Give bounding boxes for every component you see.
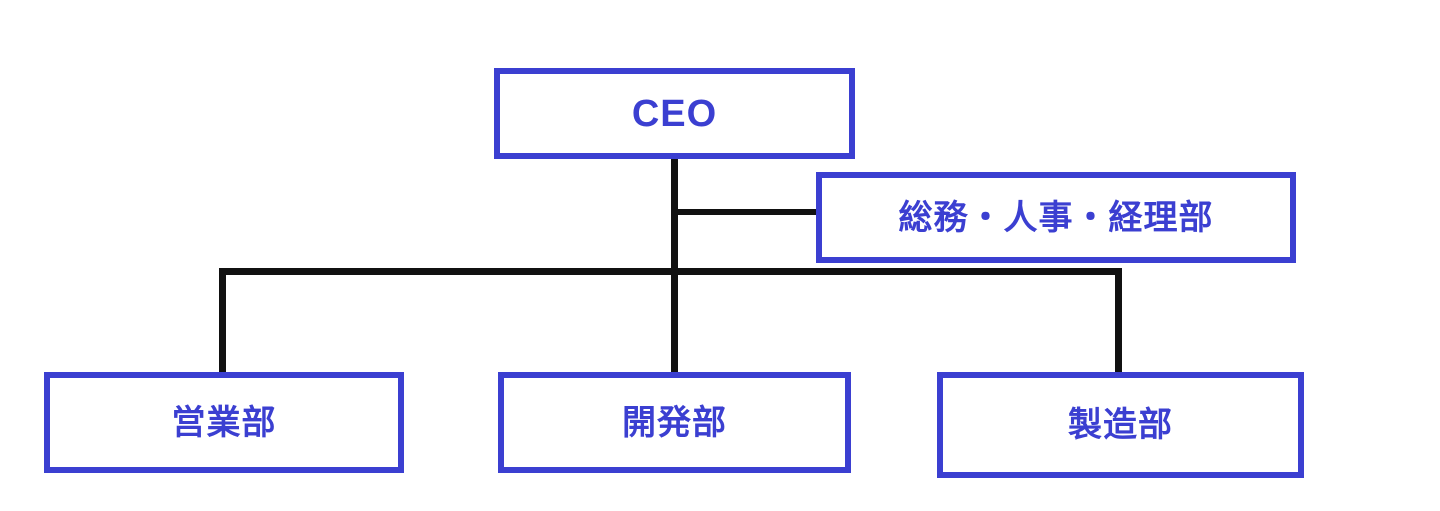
ceo-label: CEO xyxy=(631,92,718,135)
manufacturing-department-label: 製造部 xyxy=(1068,405,1173,445)
connector-staff-branch xyxy=(671,209,821,215)
sales-department-label: 営業部 xyxy=(171,402,277,443)
development-department-label: 開発部 xyxy=(622,402,727,443)
connector-department-bar xyxy=(219,268,1122,275)
admin-hr-accounting-label: 総務・人事・経理部 xyxy=(898,197,1214,238)
ceo-node: CEO xyxy=(494,68,855,159)
connector-ceo-vertical xyxy=(671,155,678,373)
sales-department-node: 営業部 xyxy=(44,372,404,473)
admin-hr-accounting-node: 総務・人事・経理部 xyxy=(816,172,1296,263)
development-department-node: 開発部 xyxy=(498,372,851,473)
connector-sales-drop xyxy=(219,268,226,376)
connector-manufacturing-drop xyxy=(1115,268,1122,376)
manufacturing-department-node: 製造部 xyxy=(937,372,1304,478)
